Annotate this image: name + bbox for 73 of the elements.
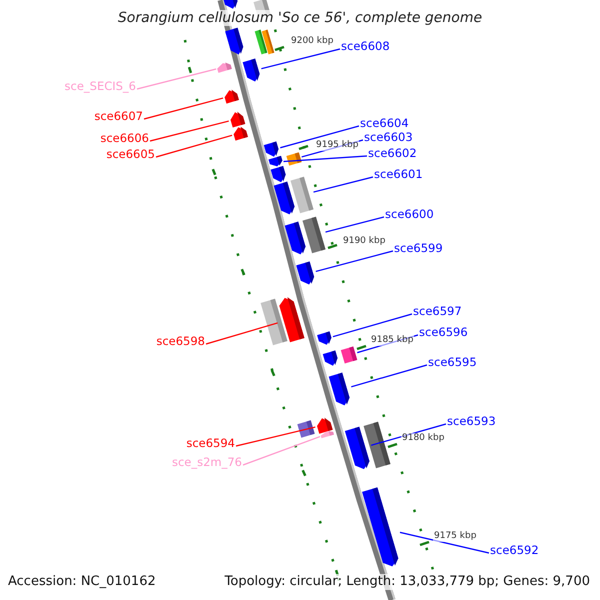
leader-line: [156, 134, 232, 158]
leader-line: [283, 155, 368, 162]
gene-feature: [262, 30, 274, 54]
leader-line: [313, 176, 374, 193]
gene-label: sce_s2m_76: [172, 456, 242, 469]
gene-feature: [290, 176, 314, 214]
gene-feature: [222, 0, 238, 9]
gene-feature: [328, 372, 350, 406]
leader-line: [301, 139, 364, 158]
leader-line: [325, 216, 384, 233]
scale-label: 9190 kbp: [342, 236, 386, 247]
gene-feature: [270, 166, 286, 182]
gene-feature: [242, 58, 260, 82]
leader-line: [206, 322, 278, 345]
scale-label: 9195 kbp: [315, 140, 360, 151]
gene-label: sce6595: [428, 356, 477, 369]
gene-label: sce6600: [385, 208, 434, 221]
leader-line: [351, 364, 428, 388]
scale-label: 9185 kbp: [370, 335, 414, 346]
gene-label: sce_SECIS_6: [64, 80, 136, 93]
gene-label: sce6605: [106, 148, 155, 161]
gene-feature: [340, 346, 358, 364]
gene-feature: [230, 112, 246, 128]
leader-line: [357, 334, 418, 354]
gene-label: sce6608: [341, 40, 390, 53]
footer-text: Accession: NC_010162: [8, 574, 156, 590]
gene-label: sce6601: [374, 168, 423, 181]
gene-feature: [320, 430, 334, 438]
gene-label: sce6596: [419, 326, 468, 339]
gene-feature: [364, 422, 390, 468]
gene-feature: [264, 141, 279, 157]
gene-feature: [268, 156, 282, 166]
footer-text: Topology: circular; Length: 13,033,779 bp; Genes: 9,700: [224, 574, 590, 590]
gene-feature: [284, 222, 306, 254]
gene-label: sce6593: [447, 415, 496, 428]
gene-label: sce6599: [394, 242, 443, 255]
leader-line: [370, 423, 446, 446]
gene-label: sce6603: [364, 131, 413, 144]
gene-label: sce6604: [360, 117, 409, 130]
gene-label: sce6598: [156, 335, 205, 348]
scale-label: 9175 kbp: [433, 531, 478, 542]
gene-feature: [217, 62, 232, 73]
gene-label: sce6592: [490, 544, 539, 557]
gene-feature: [297, 420, 315, 438]
gene-label: sce6602: [368, 147, 417, 160]
gene-feature: [234, 126, 248, 141]
gene-feature: [344, 426, 370, 470]
scale-label: 9180 kbp: [401, 433, 446, 444]
leader-line: [236, 426, 316, 447]
gene-label: sce6594: [186, 437, 235, 450]
leader-line: [242, 436, 320, 466]
gene-label: sce6607: [94, 110, 143, 123]
leader-line: [280, 125, 360, 148]
gene-feature: [317, 331, 332, 345]
gene-feature: [317, 418, 333, 434]
gene-feature: [362, 487, 398, 566]
scale-label: 9200 kbp: [290, 36, 334, 47]
leader-line: [144, 98, 224, 120]
leader-line: [332, 313, 412, 338]
gene-feature: [302, 216, 326, 254]
leader-line: [400, 532, 490, 554]
leader-line: [316, 250, 394, 272]
gene-feature: [279, 297, 304, 342]
gene-label: sce6597: [413, 305, 462, 318]
leader-line: [261, 48, 340, 70]
gene-label: sce6606: [100, 132, 149, 145]
leader-line: [150, 120, 229, 142]
gene-feature: [296, 261, 314, 285]
gene-feature: [224, 90, 239, 104]
leader-line: [136, 68, 216, 90]
gene-feature: [225, 28, 244, 54]
gene-feature: [322, 350, 338, 366]
gene-feature: [286, 152, 302, 166]
